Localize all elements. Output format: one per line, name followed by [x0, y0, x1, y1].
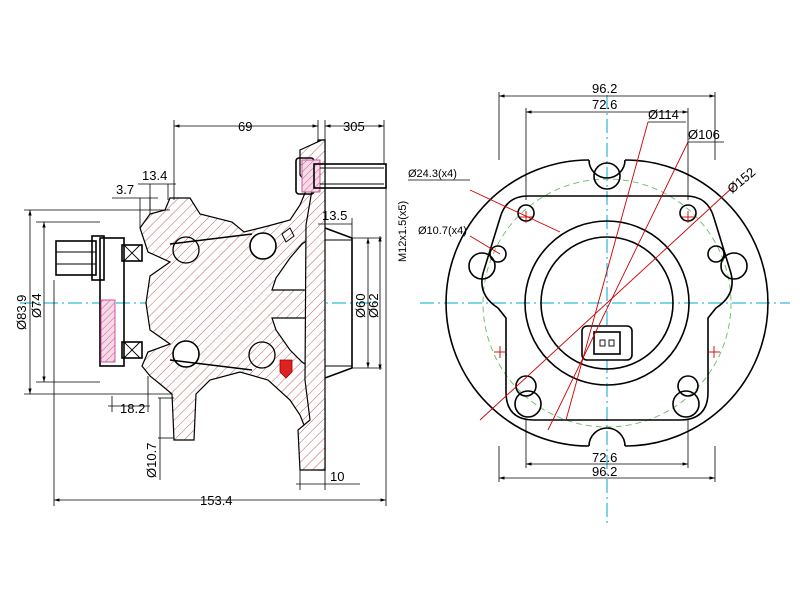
- hub-body: [139, 139, 326, 471]
- dim-bottom-96-2: 96.2: [592, 464, 617, 479]
- dim-top-96-2: 96.2: [592, 81, 617, 96]
- stud-hole-bottom-left: [514, 390, 542, 418]
- bearing-ball-upper-right: [249, 232, 277, 260]
- dim-thread-m12: M12x1.5(x5): [397, 201, 409, 262]
- dim-dia-83-9: Ø83.9: [14, 295, 29, 330]
- bolt-hole-3: [707, 245, 725, 263]
- leader-bolt-hole: [469, 235, 501, 255]
- pilot-bore: [324, 227, 353, 379]
- dim-dia-62: Ø62: [366, 293, 381, 318]
- leader-stud-hole: [469, 189, 561, 233]
- dim-13-5: 13.5: [322, 208, 347, 223]
- pcd-circle: [482, 178, 732, 428]
- leader-152: [479, 185, 735, 421]
- dim-3-7: 3.7: [116, 182, 134, 197]
- wheel-stud: [295, 157, 387, 195]
- stud-hole-top: [593, 162, 621, 190]
- dim-153-4: 153.4: [200, 493, 233, 508]
- bearing-ball-lower-right: [248, 341, 276, 369]
- dim-dia-74: Ø74: [29, 293, 44, 318]
- dim-69: 69: [238, 119, 252, 134]
- dim-dia-10-7: Ø10.7: [144, 443, 159, 478]
- dim-13-4: 13.4: [142, 168, 167, 183]
- callout-stud-hole: Ø24.3(x4): [408, 168, 457, 180]
- dim-dia-60: Ø60: [353, 293, 368, 318]
- front-view: Ø114 Ø106 Ø152 Ø24.3(x4) Ø10.7(x4) 96.2 …: [408, 81, 790, 525]
- stud-hole-right: [720, 252, 748, 280]
- seal-encoder: [99, 237, 143, 367]
- dim-18-2: 18.2: [120, 401, 145, 416]
- sensor-connector-front: [581, 325, 633, 361]
- o-ring-seal: [279, 359, 293, 379]
- side-view: 69 305 13.4 3.7 Ø83.9 Ø74 13.5: [14, 119, 409, 508]
- callout-bolt-hole: Ø10.7(x4): [418, 225, 467, 237]
- inner-flange: [481, 195, 733, 421]
- callout-dia-152: Ø152: [724, 164, 758, 196]
- bore-outer: [524, 220, 690, 386]
- outer-flange: [445, 159, 769, 447]
- bolt-hole-4: [489, 245, 507, 263]
- dim-top-72-6: 72.6: [592, 97, 617, 112]
- leader-114: [565, 121, 649, 421]
- stud-hole-bottom-right: [672, 390, 700, 418]
- dim-305: 305: [343, 119, 365, 134]
- dim-10: 10: [330, 469, 344, 484]
- callout-dia-106: Ø106: [688, 127, 720, 142]
- dim-bottom-72-6: 72.6: [592, 450, 617, 465]
- leader-106: [547, 141, 689, 431]
- callout-dia-114: Ø114: [648, 107, 679, 122]
- bore-inner: [540, 236, 674, 370]
- sensor-connector: [55, 235, 105, 281]
